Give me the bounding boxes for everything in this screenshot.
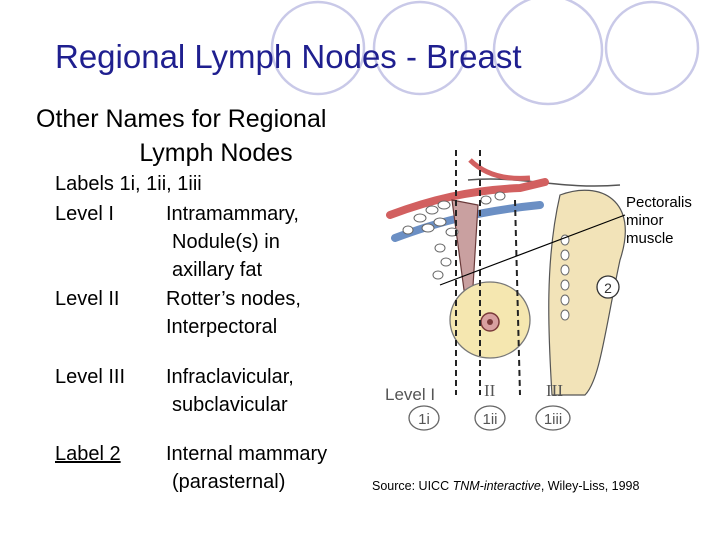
label-2-desc-1: Internal mammary — [166, 443, 328, 465]
level-3-desc-2: subclavicular — [172, 394, 288, 416]
source-prefix: Source: UICC — [372, 479, 453, 493]
labels-heading: Labels 1i, 1ii, 1iii — [55, 173, 202, 195]
pectoralis-label-line-2: minor — [626, 212, 664, 229]
pectoralis-label-line-1: Pectoralis — [626, 194, 692, 211]
diagram-level-1: Level I — [385, 385, 435, 404]
level-1-desc-1: Intramammary, — [166, 203, 299, 225]
level-2-label: Level II — [55, 288, 120, 310]
pectoralis-label-line-3: muscle — [626, 230, 674, 247]
lymph-node-diagram: 2 Level I II III 1i 1ii 1iii — [385, 150, 626, 431]
pectoralis-label: Pectoralis minor muscle — [626, 194, 692, 248]
slide-title: Regional Lymph Nodes - Breast — [55, 38, 522, 75]
level-2-desc-1: Rotter’s nodes, — [166, 288, 301, 310]
diagram-level-2: II — [484, 381, 496, 400]
source-title: TNM-interactive — [452, 479, 541, 493]
subtitle-line-2: Lymph Nodes — [139, 139, 293, 167]
decorative-circles — [270, 0, 700, 106]
source-suffix: , Wiley-Liss, 1998 — [540, 479, 640, 493]
circle-label-1i: 1i — [418, 411, 430, 428]
level-1-desc-3: axillary fat — [172, 259, 263, 281]
circle-label-1iii: 1iii — [544, 411, 562, 428]
level-1-label: Level I — [55, 203, 114, 225]
diagram-level-3: III — [546, 381, 563, 400]
level-1-desc-2: Nodule(s) in — [172, 231, 280, 253]
level-3-label: Level III — [55, 366, 126, 388]
label-2: Label 2 — [55, 443, 121, 465]
level-3-desc-1: Infraclavicular, — [166, 366, 294, 388]
subtitle: Other Names for Regional Lymph Nodes — [36, 102, 396, 170]
label-2-desc-2: (parasternal) — [172, 471, 286, 493]
node-2-label: 2 — [604, 280, 612, 296]
source-citation: Source: UICC TNM-interactive, Wiley-Liss… — [372, 479, 639, 493]
subtitle-line-1: Other Names for Regional — [36, 105, 327, 133]
circle-label-1ii: 1ii — [482, 411, 497, 428]
level-2-desc-2: Interpectoral — [166, 316, 278, 338]
